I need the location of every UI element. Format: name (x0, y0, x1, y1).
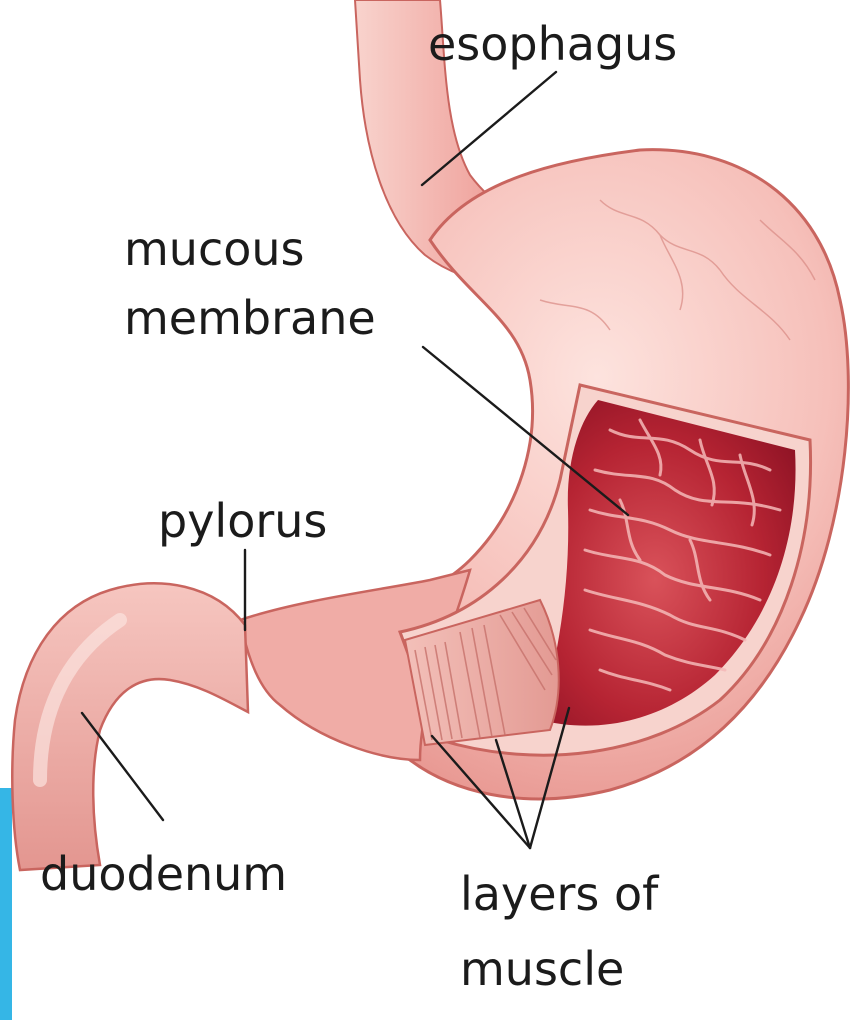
label-mucous-line1: mucous (124, 222, 305, 276)
label-muscle-line2: muscle (460, 942, 624, 996)
label-muscle-line1: layers of (460, 867, 660, 921)
label-pylorus: pylorus (158, 494, 327, 548)
label-esophagus: esophagus (428, 17, 677, 71)
label-mucous-line2: membrane (124, 291, 376, 345)
label-duodenum: duodenum (40, 847, 287, 901)
